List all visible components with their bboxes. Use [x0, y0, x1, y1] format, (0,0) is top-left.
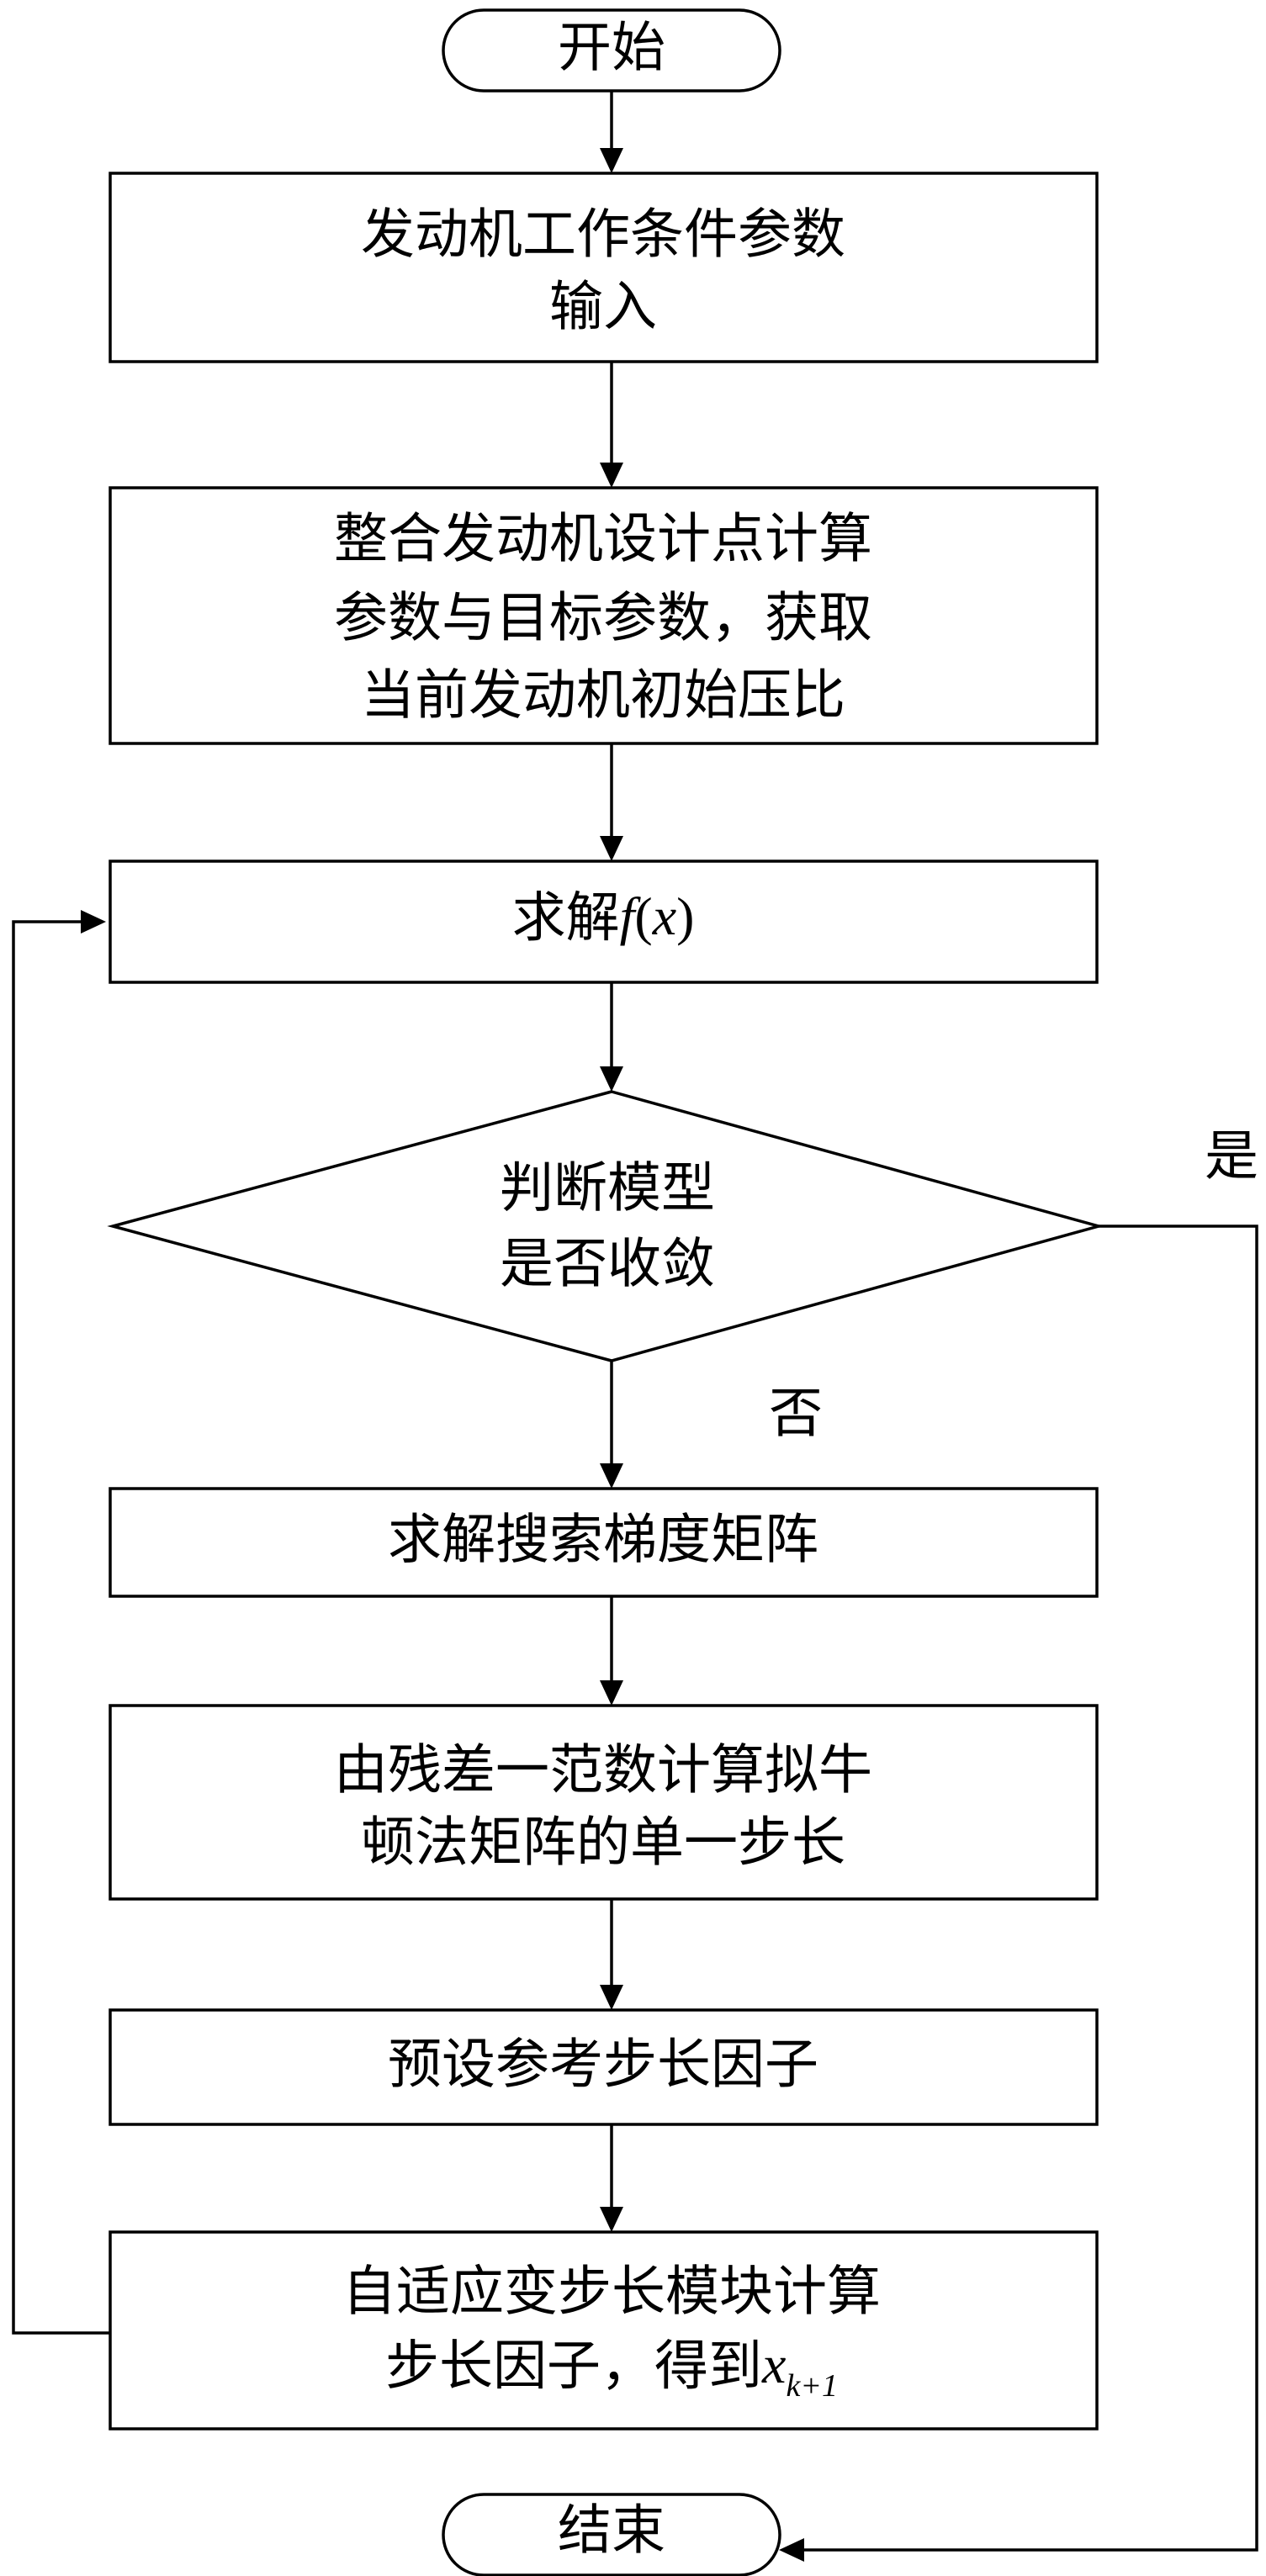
integrate-line-2: 参数与目标参数，获取 [334, 588, 872, 650]
solve-box [109, 860, 1099, 984]
solve-paren-close: ) [676, 886, 694, 946]
arrowhead [600, 1066, 623, 1092]
end-terminal [442, 2493, 781, 2576]
solve-prefix: 求解 [512, 887, 620, 949]
end-label: 结束 [558, 2500, 665, 2563]
input-box [109, 172, 1099, 363]
adaptive-box [109, 2230, 1099, 2431]
integrate-line-1: 整合发动机设计点计算 [334, 509, 872, 571]
node-decision: 判断模型 是否收敛 [107, 1090, 1104, 1362]
step-line-1: 由残差一范数计算拟牛 [334, 1740, 872, 1802]
edges [12, 91, 1258, 2562]
arrowhead [600, 1463, 623, 1489]
node-step: 由残差一范数计算拟牛 顿法矩阵的单一步长 [109, 1704, 1099, 1901]
input-line-2: 输入 [549, 277, 657, 339]
adaptive-line-2: 步长因子，得到xk+1 [385, 2335, 838, 2404]
arrowhead [600, 836, 623, 861]
start-terminal [442, 8, 781, 93]
edge-decision-yes-to-end [799, 1225, 1258, 2552]
adaptive-line-1: 自适应变步长模块计算 [342, 2261, 881, 2324]
preset-label: 预设参考步长因子 [388, 2034, 818, 2097]
decision-line-1: 判断模型 [500, 1158, 715, 1220]
integrate-box [109, 486, 1099, 745]
preset-box [109, 2008, 1099, 2126]
input-line-1: 发动机工作条件参数 [361, 204, 845, 267]
node-solve: 求解f(x) [109, 860, 1099, 984]
adaptive-var: x [761, 2335, 786, 2394]
node-integrate: 整合发动机设计点计算 参数与目标参数，获取 当前发动机初始压比 [109, 486, 1099, 745]
decision-line-2: 是否收敛 [500, 1234, 715, 1296]
node-adaptive: 自适应变步长模块计算 步长因子，得到xk+1 [109, 2230, 1099, 2431]
start-label: 开始 [558, 18, 665, 80]
arrowhead [779, 2538, 804, 2562]
arrowhead [81, 910, 106, 934]
node-preset: 预设参考步长因子 [109, 2008, 1099, 2126]
integrate-line-3: 当前发动机初始压比 [361, 665, 845, 727]
edge-label-no: 否 [769, 1383, 823, 1446]
solve-label: 求解f(x) [512, 886, 695, 949]
step-box [109, 1704, 1099, 1901]
decision-diamond [107, 1090, 1104, 1362]
node-start: 开始 [442, 8, 781, 93]
node-gradient: 求解搜索梯度矩阵 [109, 1487, 1099, 1598]
node-input: 发动机工作条件参数 输入 [109, 172, 1099, 363]
arrowhead [600, 148, 623, 173]
solve-var: x [652, 886, 676, 946]
gradient-box [109, 1487, 1099, 1598]
arrowhead [600, 463, 623, 488]
edge-label-yes: 是 [1205, 1126, 1258, 1188]
step-line-2: 顿法矩阵的单一步长 [361, 1812, 845, 1875]
arrowhead [600, 1680, 623, 1706]
adaptive-line-2-prefix: 步长因子，得到 [385, 2335, 762, 2398]
adaptive-subscript: k+1 [786, 2368, 838, 2404]
node-end: 结束 [442, 2493, 781, 2576]
gradient-label: 求解搜索梯度矩阵 [388, 1510, 818, 1572]
solve-paren-open: ( [634, 886, 652, 946]
arrowhead [600, 1985, 623, 2010]
arrowhead [600, 2207, 623, 2232]
edge-adaptive-loop-to-solve [12, 920, 110, 2335]
